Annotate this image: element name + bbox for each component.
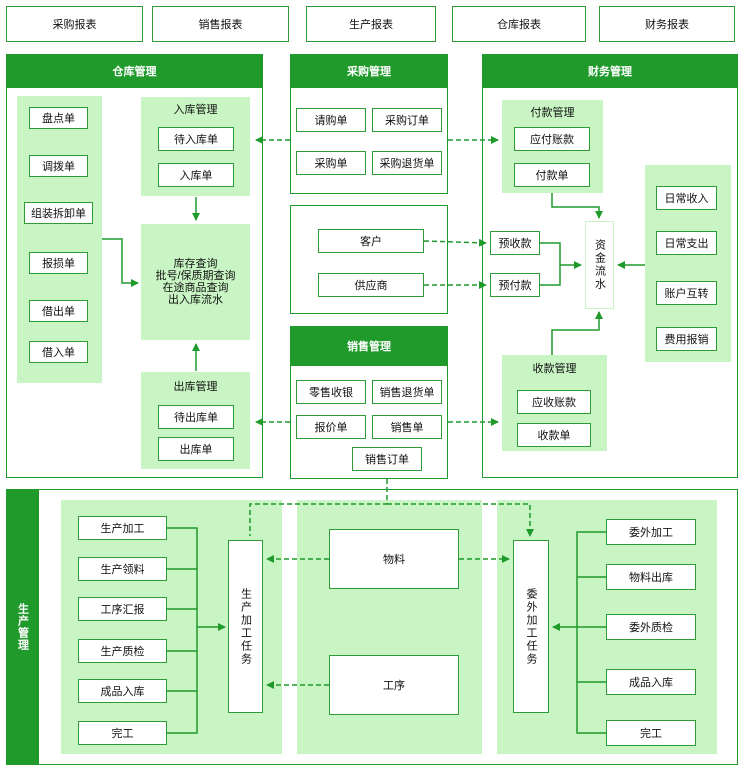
inbound-title: 入库管理 [173, 104, 218, 116]
outsource-finished-button[interactable]: 成品入库 [606, 669, 696, 695]
account-transfer-button[interactable]: 账户互转 [656, 281, 717, 305]
material-outbound-button[interactable]: 物料出库 [606, 564, 696, 590]
outbound-title: 出库管理 [173, 381, 218, 393]
payment-title: 付款管理 [530, 107, 575, 119]
outbound-order-button[interactable]: 出库单 [158, 437, 234, 461]
stocktake-button[interactable]: 盘点单 [29, 107, 88, 129]
process-box[interactable]: 工序 [329, 655, 459, 715]
requisition-button[interactable]: 请购单 [296, 108, 366, 132]
customer-button[interactable]: 客户 [318, 229, 424, 253]
parties-panel [290, 205, 448, 314]
expense-claim-button[interactable]: 费用报销 [656, 327, 717, 351]
report-tab-purchase[interactable]: 采购报表 [6, 6, 143, 42]
pending-outbound-button[interactable]: 待出库单 [158, 405, 234, 429]
retail-cashier-button[interactable]: 零售收银 [296, 380, 366, 404]
damage-report-button[interactable]: 报损单 [29, 252, 88, 274]
completion-button[interactable]: 完工 [78, 721, 167, 745]
material-box[interactable]: 物料 [329, 529, 459, 589]
pending-inbound-button[interactable]: 待入库单 [158, 127, 234, 151]
daily-expense-button[interactable]: 日常支出 [656, 231, 717, 255]
report-tab-production[interactable]: 生产报表 [306, 6, 436, 42]
report-tab-finance[interactable]: 财务报表 [599, 6, 735, 42]
sales-bill-button[interactable]: 销售单 [372, 415, 442, 439]
inbound-order-button[interactable]: 入库单 [158, 163, 234, 187]
transfer-button[interactable]: 调拨单 [29, 155, 88, 177]
supplier-button[interactable]: 供应商 [318, 273, 424, 297]
production-processing-button[interactable]: 生产加工 [78, 516, 167, 540]
report-tab-sales[interactable]: 销售报表 [152, 6, 289, 42]
outsource-processing-button[interactable]: 委外加工 [606, 519, 696, 545]
production-title: 生产管理 [6, 489, 39, 765]
quotation-button[interactable]: 报价单 [296, 415, 366, 439]
outsource-qc-button[interactable]: 委外质检 [606, 614, 696, 640]
warehouse-title: 仓库管理 [6, 54, 263, 88]
advance-payment-button[interactable]: 预付款 [490, 273, 540, 297]
sales-return-button[interactable]: 销售退货单 [372, 380, 442, 404]
lend-out-button[interactable]: 借出单 [29, 300, 88, 322]
production-qc-button[interactable]: 生产质检 [78, 639, 167, 663]
purchase-bill-button[interactable]: 采购单 [296, 151, 366, 175]
inventory-query-box[interactable]: 库存查询 批号/保质期查询 在途商品查询 出入库流水 [141, 224, 250, 340]
assembly-button[interactable]: 组装拆卸单 [24, 202, 93, 224]
advance-receipt-button[interactable]: 预收款 [490, 231, 540, 255]
outsource-completion-button[interactable]: 完工 [606, 720, 696, 746]
receipt-title: 收款管理 [532, 363, 577, 375]
purchase-order-button[interactable]: 采购订单 [372, 108, 442, 132]
finance-title: 财务管理 [482, 54, 738, 88]
payable-button[interactable]: 应付账款 [514, 127, 590, 151]
warehouse-left-group [17, 96, 102, 383]
finished-goods-button[interactable]: 成品入库 [78, 679, 167, 703]
material-requisition-button[interactable]: 生产领料 [78, 557, 167, 581]
sales-order-button[interactable]: 销售订单 [352, 447, 422, 471]
process-report-button[interactable]: 工序汇报 [78, 597, 167, 621]
outsource-task-box[interactable]: 委外加工任务 [513, 540, 549, 713]
borrow-in-button[interactable]: 借入单 [29, 341, 88, 363]
report-tab-warehouse[interactable]: 仓库报表 [452, 6, 586, 42]
daily-income-button[interactable]: 日常收入 [656, 186, 717, 210]
sales-title: 销售管理 [290, 326, 448, 366]
purchase-return-button[interactable]: 采购退货单 [372, 151, 442, 175]
receivable-button[interactable]: 应收账款 [517, 390, 591, 414]
cashflow-box[interactable]: 资金流水 [585, 221, 614, 309]
purchase-title: 采购管理 [290, 54, 448, 88]
payment-bill-button[interactable]: 付款单 [514, 163, 590, 187]
production-task-box[interactable]: 生产加工任务 [228, 540, 263, 713]
receipt-bill-button[interactable]: 收款单 [517, 423, 591, 447]
